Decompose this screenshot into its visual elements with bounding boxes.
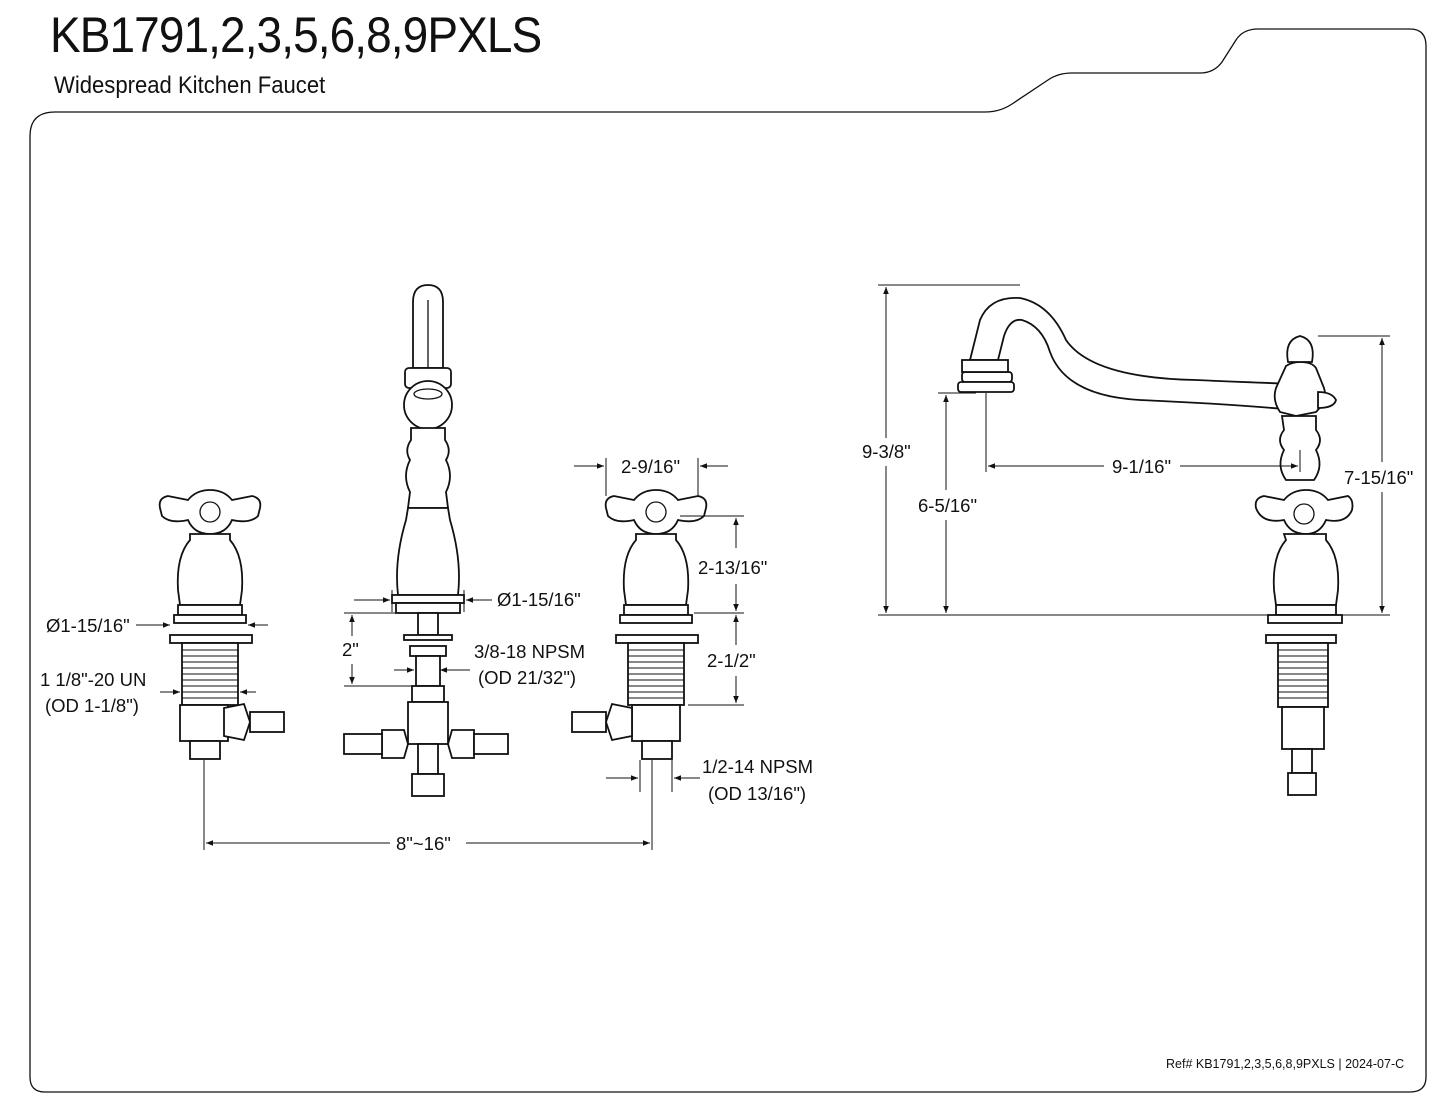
dim-spout-clearance: 6-5/16"	[918, 495, 977, 516]
dim-spout-diameter: Ø1-15/16"	[497, 589, 581, 610]
dim-spout-reach: 9-1/16"	[1112, 456, 1171, 477]
sheet-frame	[29, 28, 1427, 1093]
left-handle-valve	[158, 489, 285, 760]
left-shank-threads	[182, 649, 238, 699]
dim-handle-diameter: Ø1-15/16"	[46, 615, 130, 636]
dim-handle-thread-od: (OD 1-1/8")	[45, 695, 139, 716]
dim-handle-height: 2-13/16"	[698, 557, 767, 578]
side-view-faucet	[957, 297, 1354, 796]
dim-handle-overall-height: 7-15/16"	[1344, 467, 1413, 488]
reference-number: Ref# KB1791,2,3,5,6,8,9PXLS | 2024-07-C	[1166, 1057, 1405, 1071]
dim-spout-thread: 3/8-18 NPSM	[474, 641, 585, 662]
dim-outlet-thread-od: (OD 13/16")	[708, 783, 806, 804]
dim-spout-thread-od: (OD 21/32")	[478, 667, 576, 688]
dim-handle-thread: 1 1/8"-20 UN	[40, 669, 146, 690]
dimension-lines	[136, 284, 1390, 850]
page-subtitle: Widespread Kitchen Faucet	[54, 72, 326, 99]
right-shank-threads	[628, 649, 684, 699]
center-spout	[343, 284, 509, 797]
dim-handle-width: 2-9/16"	[621, 456, 680, 477]
dim-overall-height: 9-3/8"	[862, 441, 911, 462]
dim-shank-length: 2-1/2"	[707, 650, 756, 671]
right-handle-valve	[571, 489, 708, 760]
side-shank-threads	[1278, 649, 1328, 699]
dim-spout-shank: 2"	[342, 639, 359, 660]
dim-center-spread: 8"~16"	[396, 833, 451, 854]
page-title: KB1791,2,3,5,6,8,9PXLS	[50, 7, 542, 63]
dim-outlet-thread: 1/2-14 NPSM	[702, 756, 813, 777]
